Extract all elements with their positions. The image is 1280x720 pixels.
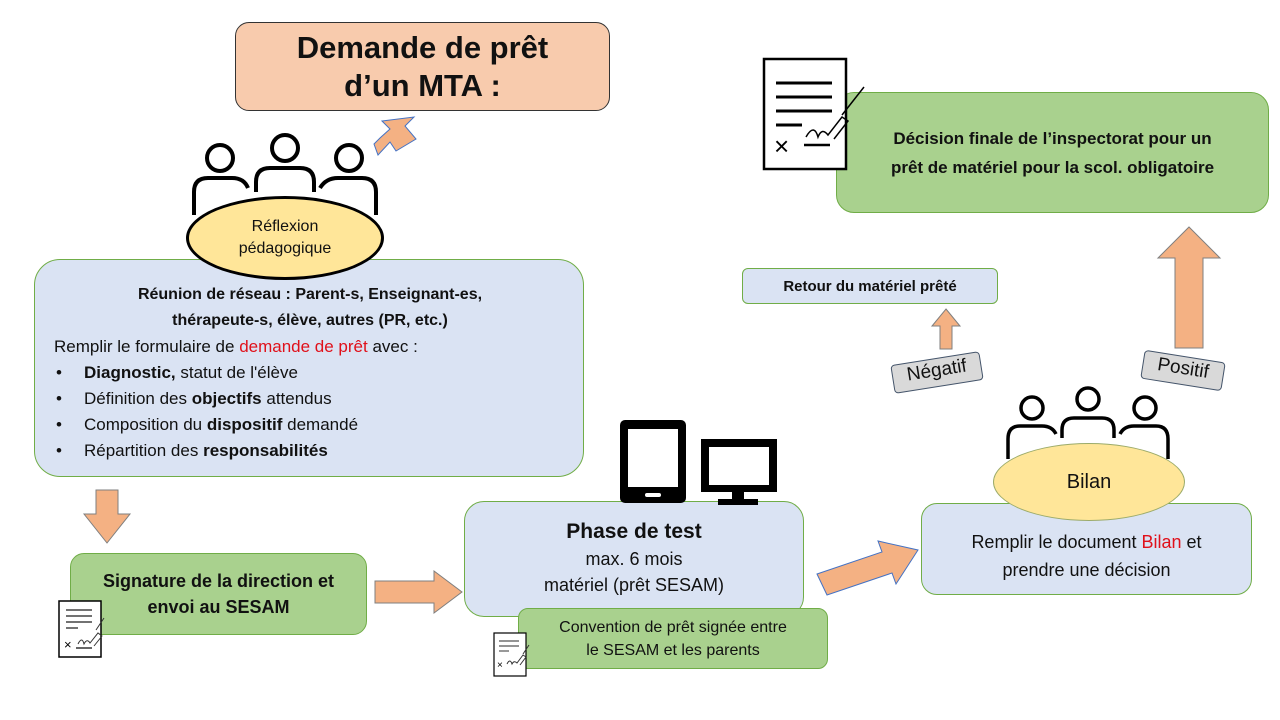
bullet-bold: responsabilités [203, 441, 328, 460]
arrow-down-icon [82, 489, 132, 544]
tablet-icon [620, 420, 686, 503]
bullet-pre: Définition des [84, 389, 192, 408]
retour-label: Retour du matériel prêté [783, 277, 957, 295]
arrow-up-icon [1156, 226, 1222, 349]
monitor-icon [701, 439, 777, 505]
reunion-intro: Remplir le formulaire de demande de prêt… [40, 334, 580, 360]
arrow-up-icon [930, 308, 962, 350]
arrow-right-icon [374, 570, 463, 614]
signature-line-1: Signature de la direction et [102, 571, 335, 591]
signature-box: Signature de la direction et envoi au SE… [70, 553, 367, 635]
positif-label: Positif [1155, 354, 1211, 383]
svg-text:×: × [774, 131, 789, 161]
signed-document-icon: × [58, 600, 105, 658]
bullet-bold: dispositif [206, 415, 283, 434]
reflexion-ellipse: Réflexion pédagogique [186, 196, 384, 280]
svg-text:×: × [64, 637, 72, 652]
bullet-item: Composition du dispositif demandé [54, 412, 580, 438]
signed-document-icon: × [493, 632, 530, 677]
meeting-people-icon [192, 133, 378, 215]
phase-test-title: Phase de test [566, 520, 702, 543]
title-box: Demande de prêt d’un MTA : [235, 22, 610, 111]
bullet-post: attendus [261, 389, 332, 408]
decision-line-1: Décision finale de l’inspectorat pour un [893, 128, 1212, 148]
bilan-box-line-1: Remplir le document Bilan et [971, 528, 1201, 556]
decision-line-2: prêt de matériel pour la scol. obligatoi… [890, 157, 1215, 177]
bullet-item: Répartition des responsabilités [54, 438, 580, 464]
signed-document-icon: × [762, 57, 865, 171]
bilan-box-pre: Remplir le document [971, 532, 1142, 552]
convention-line-1: Convention de prêt signée entre [559, 618, 787, 636]
bullet-bold: Diagnostic, [84, 363, 176, 382]
bullet-bold: objectifs [191, 389, 262, 408]
retour-box: Retour du matériel prêté [742, 268, 998, 304]
decision-box: Décision finale de l’inspectorat pour un… [836, 92, 1269, 213]
title-line-2: d’un MTA : [344, 67, 501, 103]
bilan-box-post: et [1181, 532, 1202, 552]
bullet-item: Définition des objectifs attendus [54, 386, 580, 412]
bullet-post: demandé [282, 415, 359, 434]
reflexion-line-2: pédagogique [238, 240, 332, 257]
meeting-people-icon [1006, 386, 1170, 459]
bilan-ellipse: Bilan [993, 443, 1185, 521]
signature-line-2: envoi au SESAM [147, 597, 290, 617]
convention-box: Convention de prêt signée entre le SESAM… [518, 608, 828, 669]
reunion-heading-1: Réunion de réseau : Parent-s, Enseignant… [137, 286, 483, 303]
bullet-pre: Composition du [84, 415, 207, 434]
convention-line-2: le SESAM et les parents [586, 641, 760, 659]
reunion-intro-post: avec : [367, 337, 418, 356]
reunion-heading-2: thérapeute-s, élève, autres (PR, etc.) [172, 312, 448, 329]
bilan-box: Remplir le document Bilan et prendre une… [921, 503, 1252, 595]
bilan-ellipse-label: Bilan [1066, 470, 1112, 493]
phase-test-box: Phase de test max. 6 mois matériel (prêt… [464, 501, 804, 617]
bullet-pre: Répartition des [84, 441, 204, 460]
reunion-intro-pre: Remplir le formulaire de [54, 337, 240, 356]
bullet-item: Diagnostic, statut de l'élève [54, 360, 580, 386]
negatif-tag: Négatif [890, 351, 984, 394]
phase-test-line-2: matériel (prêt SESAM) [543, 575, 725, 595]
negatif-label: Négatif [905, 355, 969, 386]
bilan-box-line-2: prendre une décision [1002, 560, 1171, 580]
svg-text:×: × [497, 660, 503, 671]
reflexion-line-1: Réflexion [251, 218, 319, 235]
demande-de-pret-link-text: demande de prêt [239, 337, 368, 356]
phase-test-line-1: max. 6 mois [585, 549, 683, 569]
bilan-document-text: Bilan [1141, 532, 1182, 552]
reunion-bullet-list: Diagnostic, statut de l'élève Définition… [40, 360, 580, 464]
bullet-post: statut de l'élève [175, 363, 298, 382]
arrow-down-left-icon [373, 116, 417, 156]
title-line-1: Demande de prêt [296, 29, 549, 65]
reunion-content: Réunion de réseau : Parent-s, Enseignant… [40, 282, 580, 464]
arrow-up-right-icon [816, 540, 919, 596]
